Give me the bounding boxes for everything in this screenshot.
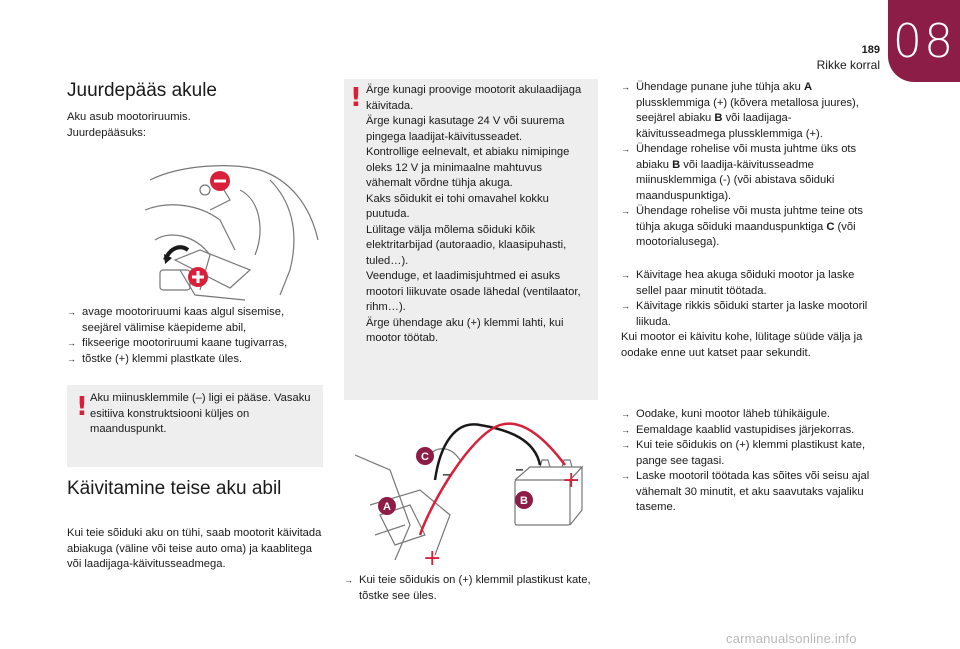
step-item: Kui teie sõidukis on (+) klemmi plastiku… — [621, 438, 877, 469]
jump-start-illustration: – – + + C A B — [354, 422, 584, 565]
label-c-badge: C — [416, 447, 434, 465]
plus-terminal-marker — [188, 267, 208, 287]
warning-text: Aku miinusklemmile (–) ligi ei pääse. Va… — [90, 392, 311, 435]
warning-line: Ärge ühendage aku (+) klemmi lahti, kui … — [366, 316, 564, 345]
page-number: 189 — [861, 44, 880, 56]
step-item: Laske mootoril töötada kas sõites või se… — [621, 469, 877, 516]
step-item: Oodake, kuni mootor läheb tühikäigule. — [621, 407, 877, 423]
engine-bay-illustration — [144, 165, 319, 301]
label-b: B — [520, 495, 528, 507]
step-item: Ühendage rohelise või musta juhtme teine… — [621, 204, 877, 251]
label-b-badge: B — [515, 491, 533, 509]
step-item: Ühendage rohelise või musta juhtme üks o… — [621, 142, 877, 204]
intro-text: Aku asub mootoriruumis. Juurdepääsuks: — [67, 110, 317, 141]
jump-start-intro: Kui teie sõiduki aku on tühi, saab mooto… — [67, 527, 322, 570]
label-a-badge: A — [378, 497, 396, 515]
svg-text:+: + — [423, 546, 441, 565]
warning-icon: ! — [350, 83, 362, 113]
warning-line: Lülitage välja mõlema sõiduki kõik elekt… — [366, 223, 567, 267]
warning-box-minus-terminal: ! Aku miinusklemmile (–) ligi ei pääse. … — [67, 385, 323, 467]
access-steps: avage mootoriruumi kaas algul sisemise, … — [67, 305, 322, 367]
label-c: C — [421, 451, 429, 463]
step-item: Eemaldage kaablid vastupidises järjekorr… — [621, 423, 877, 439]
watermark: carmanualsonline.info — [726, 631, 857, 646]
retry-note: Kui mootor ei käivitu kohe, lülitage süü… — [621, 331, 863, 359]
warning-line: Veenduge, et laadimisjuhtmed ei asuks mo… — [366, 270, 581, 313]
section-title: Rikke korral — [816, 58, 880, 72]
step-item: Kui teie sõidukis on (+) klemmil plastik… — [344, 573, 596, 604]
warning-list: Ärge kunagi proovige mootorit akulaadija… — [366, 83, 590, 347]
warning-box-jump-start: ! Ärge kunagi proovige mootorit akulaadi… — [344, 79, 598, 400]
warning-line: Kontrollige eelnevalt, et abiaku nimipin… — [366, 146, 570, 189]
svg-text:–: – — [442, 464, 451, 485]
title-battery-access: Juurdepääs akule — [67, 80, 217, 101]
step-item: avage mootoriruumi kaas algul sisemise, … — [67, 305, 322, 336]
label-a: A — [383, 501, 391, 513]
step-item: Käivitage rikkis sõiduki starter ja lask… — [621, 299, 877, 330]
middle-step: Kui teie sõidukis on (+) klemmil plastik… — [344, 573, 596, 604]
step-item: fikseerige mootoriruumi kaane tugivarras… — [67, 336, 322, 352]
intro-line: Juurdepääsuks: — [67, 126, 146, 139]
title-jump-start: Käivitamine teise aku abil — [67, 478, 282, 499]
warning-line: Ärge kunagi proovige mootorit akulaadija… — [366, 84, 582, 112]
start-steps: Käivitage hea akuga sõiduki mootor ja la… — [621, 268, 877, 361]
finish-steps: Oodake, kuni mootor läheb tühikäigule. E… — [621, 407, 877, 516]
step-item: Käivitage hea akuga sõiduki mootor ja la… — [621, 268, 877, 299]
warning-icon: ! — [76, 392, 88, 422]
chapter-tab: 08 — [888, 0, 960, 82]
minus-terminal-marker — [210, 171, 230, 191]
svg-text:+: + — [562, 468, 580, 493]
step-item: Ühendage punane juhe tühja aku A plusskl… — [621, 80, 877, 142]
warning-line: Kaks sõidukit ei tohi omavahel kokku puu… — [366, 192, 549, 221]
svg-text:–: – — [515, 459, 524, 480]
warning-line: Ärge kunagi kasutage 24 V või suurema pi… — [366, 115, 565, 143]
step-item: tõstke (+) klemmi plastkate üles. — [67, 352, 322, 368]
connect-steps: Ühendage punane juhe tühja aku A plusskl… — [621, 80, 877, 251]
intro-line: Aku asub mootoriruumis. — [67, 111, 191, 123]
